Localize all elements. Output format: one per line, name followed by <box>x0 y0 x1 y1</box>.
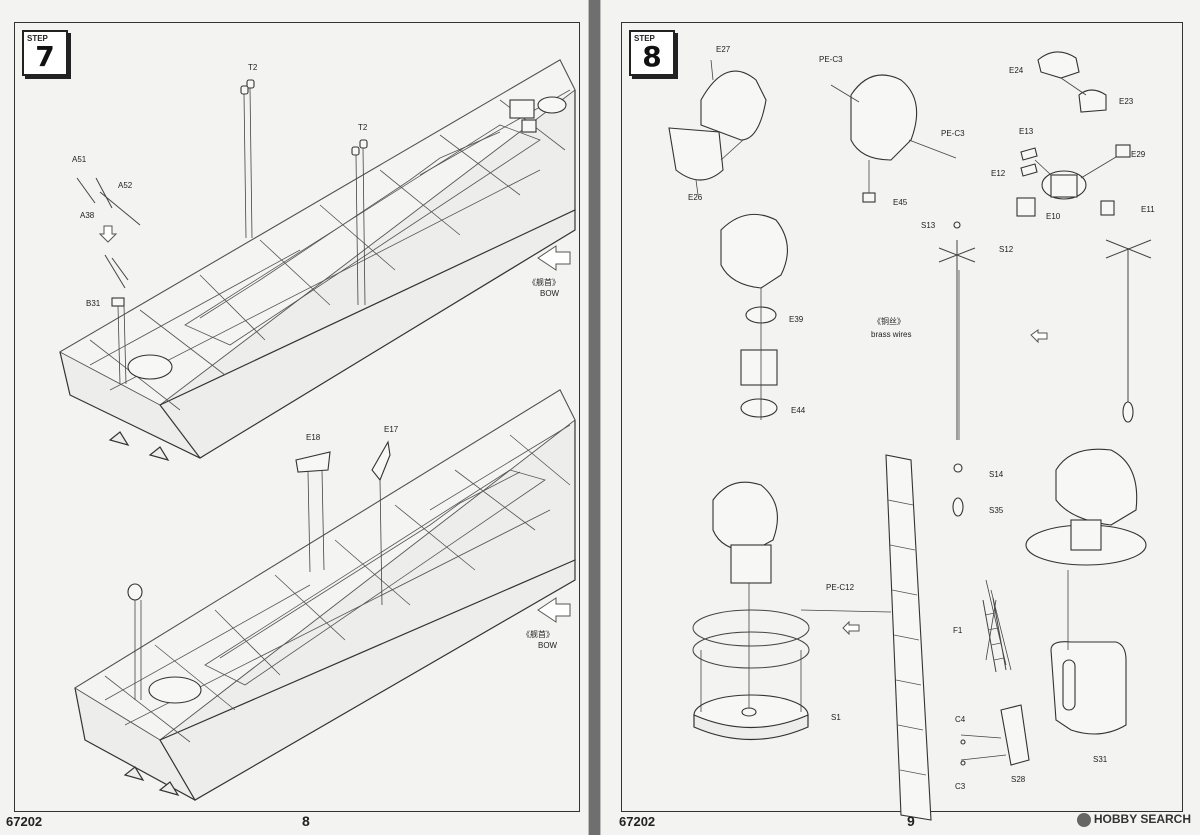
antenna-s12 <box>938 221 976 517</box>
pe-c12-strip <box>800 454 932 821</box>
label-b31: B31 <box>86 299 101 308</box>
radar-mount-parts <box>720 213 788 420</box>
label-brass-cn: 《铜丝》 <box>873 316 905 326</box>
label-c3: C3 <box>955 782 966 791</box>
label-e26: E26 <box>688 193 703 202</box>
assembled-housing <box>830 74 957 203</box>
hobby-search-logo-icon <box>1076 813 1091 827</box>
label-e44: E44 <box>791 406 806 415</box>
base-s1 <box>692 481 810 740</box>
label-pe-c12: PE-C12 <box>826 583 855 592</box>
label-t2-b: T2 <box>358 123 368 132</box>
label-bow-en-top: BOW <box>540 289 560 298</box>
label-e10: E10 <box>1046 212 1061 221</box>
label-pe-c3-a: PE-C3 <box>819 55 843 64</box>
label-bow-cn-bottom: 《舰首》 <box>522 629 554 639</box>
arrow-right-icon <box>1030 329 1048 344</box>
label-s12: S12 <box>999 245 1014 254</box>
label-a51: A51 <box>72 155 87 164</box>
lower-hull <box>74 389 576 801</box>
label-f1: F1 <box>953 626 963 635</box>
label-brass-en: brass wires <box>871 330 911 339</box>
label-e27: E27 <box>716 45 731 54</box>
step-7-badge: STEP 7 <box>22 30 68 76</box>
e23-e24-parts <box>1037 51 1107 113</box>
label-a52: A52 <box>118 181 133 190</box>
label-s31: S31 <box>1093 755 1108 764</box>
label-bow-en-bottom: BOW <box>538 641 558 650</box>
label-pe-c3-b: PE-C3 <box>941 129 965 138</box>
label-e39: E39 <box>789 315 804 324</box>
label-e17: E17 <box>384 425 399 434</box>
hobby-search-watermark: HOBBY SEARCH <box>1076 812 1191 827</box>
label-e45: E45 <box>893 198 908 207</box>
label-a38: A38 <box>80 211 95 220</box>
label-e12: E12 <box>991 169 1006 178</box>
label-e13: E13 <box>1019 127 1034 136</box>
left-page-frame <box>14 22 580 812</box>
label-t2-a: T2 <box>248 63 258 72</box>
page-number: 9 <box>907 813 915 829</box>
label-e18: E18 <box>306 433 321 442</box>
step-word: STEP <box>27 34 48 43</box>
step-8-diagram: E27 PE-C3 PE-C3 E24 E23 E26 E45 E13 E12 … <box>668 45 1155 821</box>
radar-housing-halves <box>668 59 767 196</box>
label-bow-cn-top: 《舰首》 <box>528 277 560 287</box>
door-s28 <box>960 704 1030 766</box>
label-e23: E23 <box>1119 97 1134 106</box>
label-e29: E29 <box>1131 150 1146 159</box>
step-number: 7 <box>35 40 55 73</box>
left-page: STEP 7 <box>0 0 589 835</box>
label-e24: E24 <box>1009 66 1024 75</box>
catalog-number: 67202 <box>619 814 656 829</box>
label-s14: S14 <box>989 470 1004 479</box>
label-s35: S35 <box>989 506 1004 515</box>
step-8-badge: STEP 8 <box>629 30 675 76</box>
right-page: STEP 8 <box>600 0 1200 835</box>
assembled-mast <box>985 239 1152 735</box>
step-7-diagram: T2 T2 A51 A52 A38 B31 《舰首》 BOW E18 E17 《… <box>59 59 576 801</box>
label-s1: S1 <box>831 713 841 722</box>
page-number: 8 <box>302 813 310 829</box>
label-s28: S28 <box>1011 775 1026 784</box>
watermark-text: HOBBY SEARCH <box>1093 812 1191 827</box>
label-c4: C4 <box>955 715 966 724</box>
ladder-f1 <box>982 597 1007 673</box>
step-number: 8 <box>642 40 662 73</box>
radar-base-cluster <box>1016 144 1131 217</box>
upper-parts <box>76 79 571 385</box>
label-e11: E11 <box>1141 205 1155 214</box>
upper-hull <box>59 59 576 461</box>
catalog-number: 67202 <box>6 814 43 829</box>
label-s13: S13 <box>921 221 936 230</box>
step-word: STEP <box>634 34 655 43</box>
